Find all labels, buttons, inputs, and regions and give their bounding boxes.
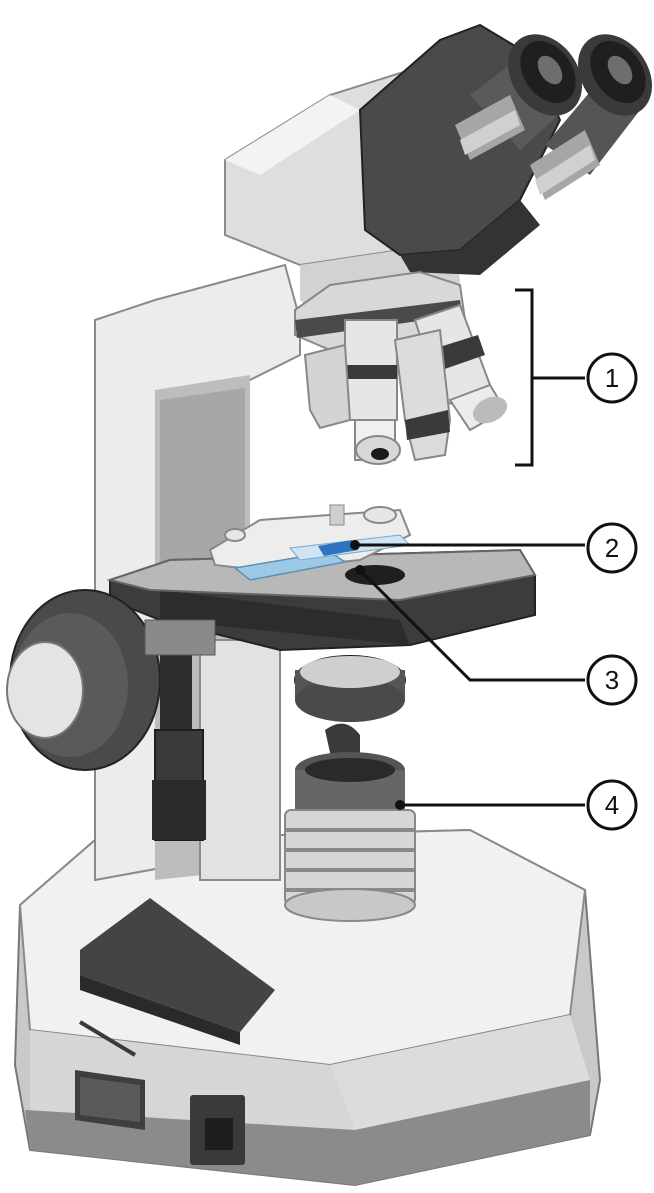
callout-1: 1 (588, 354, 636, 402)
callout-3: 3 (588, 656, 636, 704)
callout-2-label: 2 (605, 533, 619, 563)
illuminator (285, 752, 415, 921)
objective-lens-left (305, 345, 350, 428)
eyepieces (360, 20, 654, 275)
illuminator-rings (285, 810, 415, 921)
callout-4: 4 (588, 781, 636, 829)
objective-lens-front (345, 320, 400, 464)
objective-lens-middle (395, 330, 450, 460)
callout-2: 2 (588, 524, 636, 572)
callout-1-label: 1 (605, 363, 619, 393)
callout-3-label: 3 (605, 665, 619, 695)
callout-4-label: 4 (605, 790, 619, 820)
